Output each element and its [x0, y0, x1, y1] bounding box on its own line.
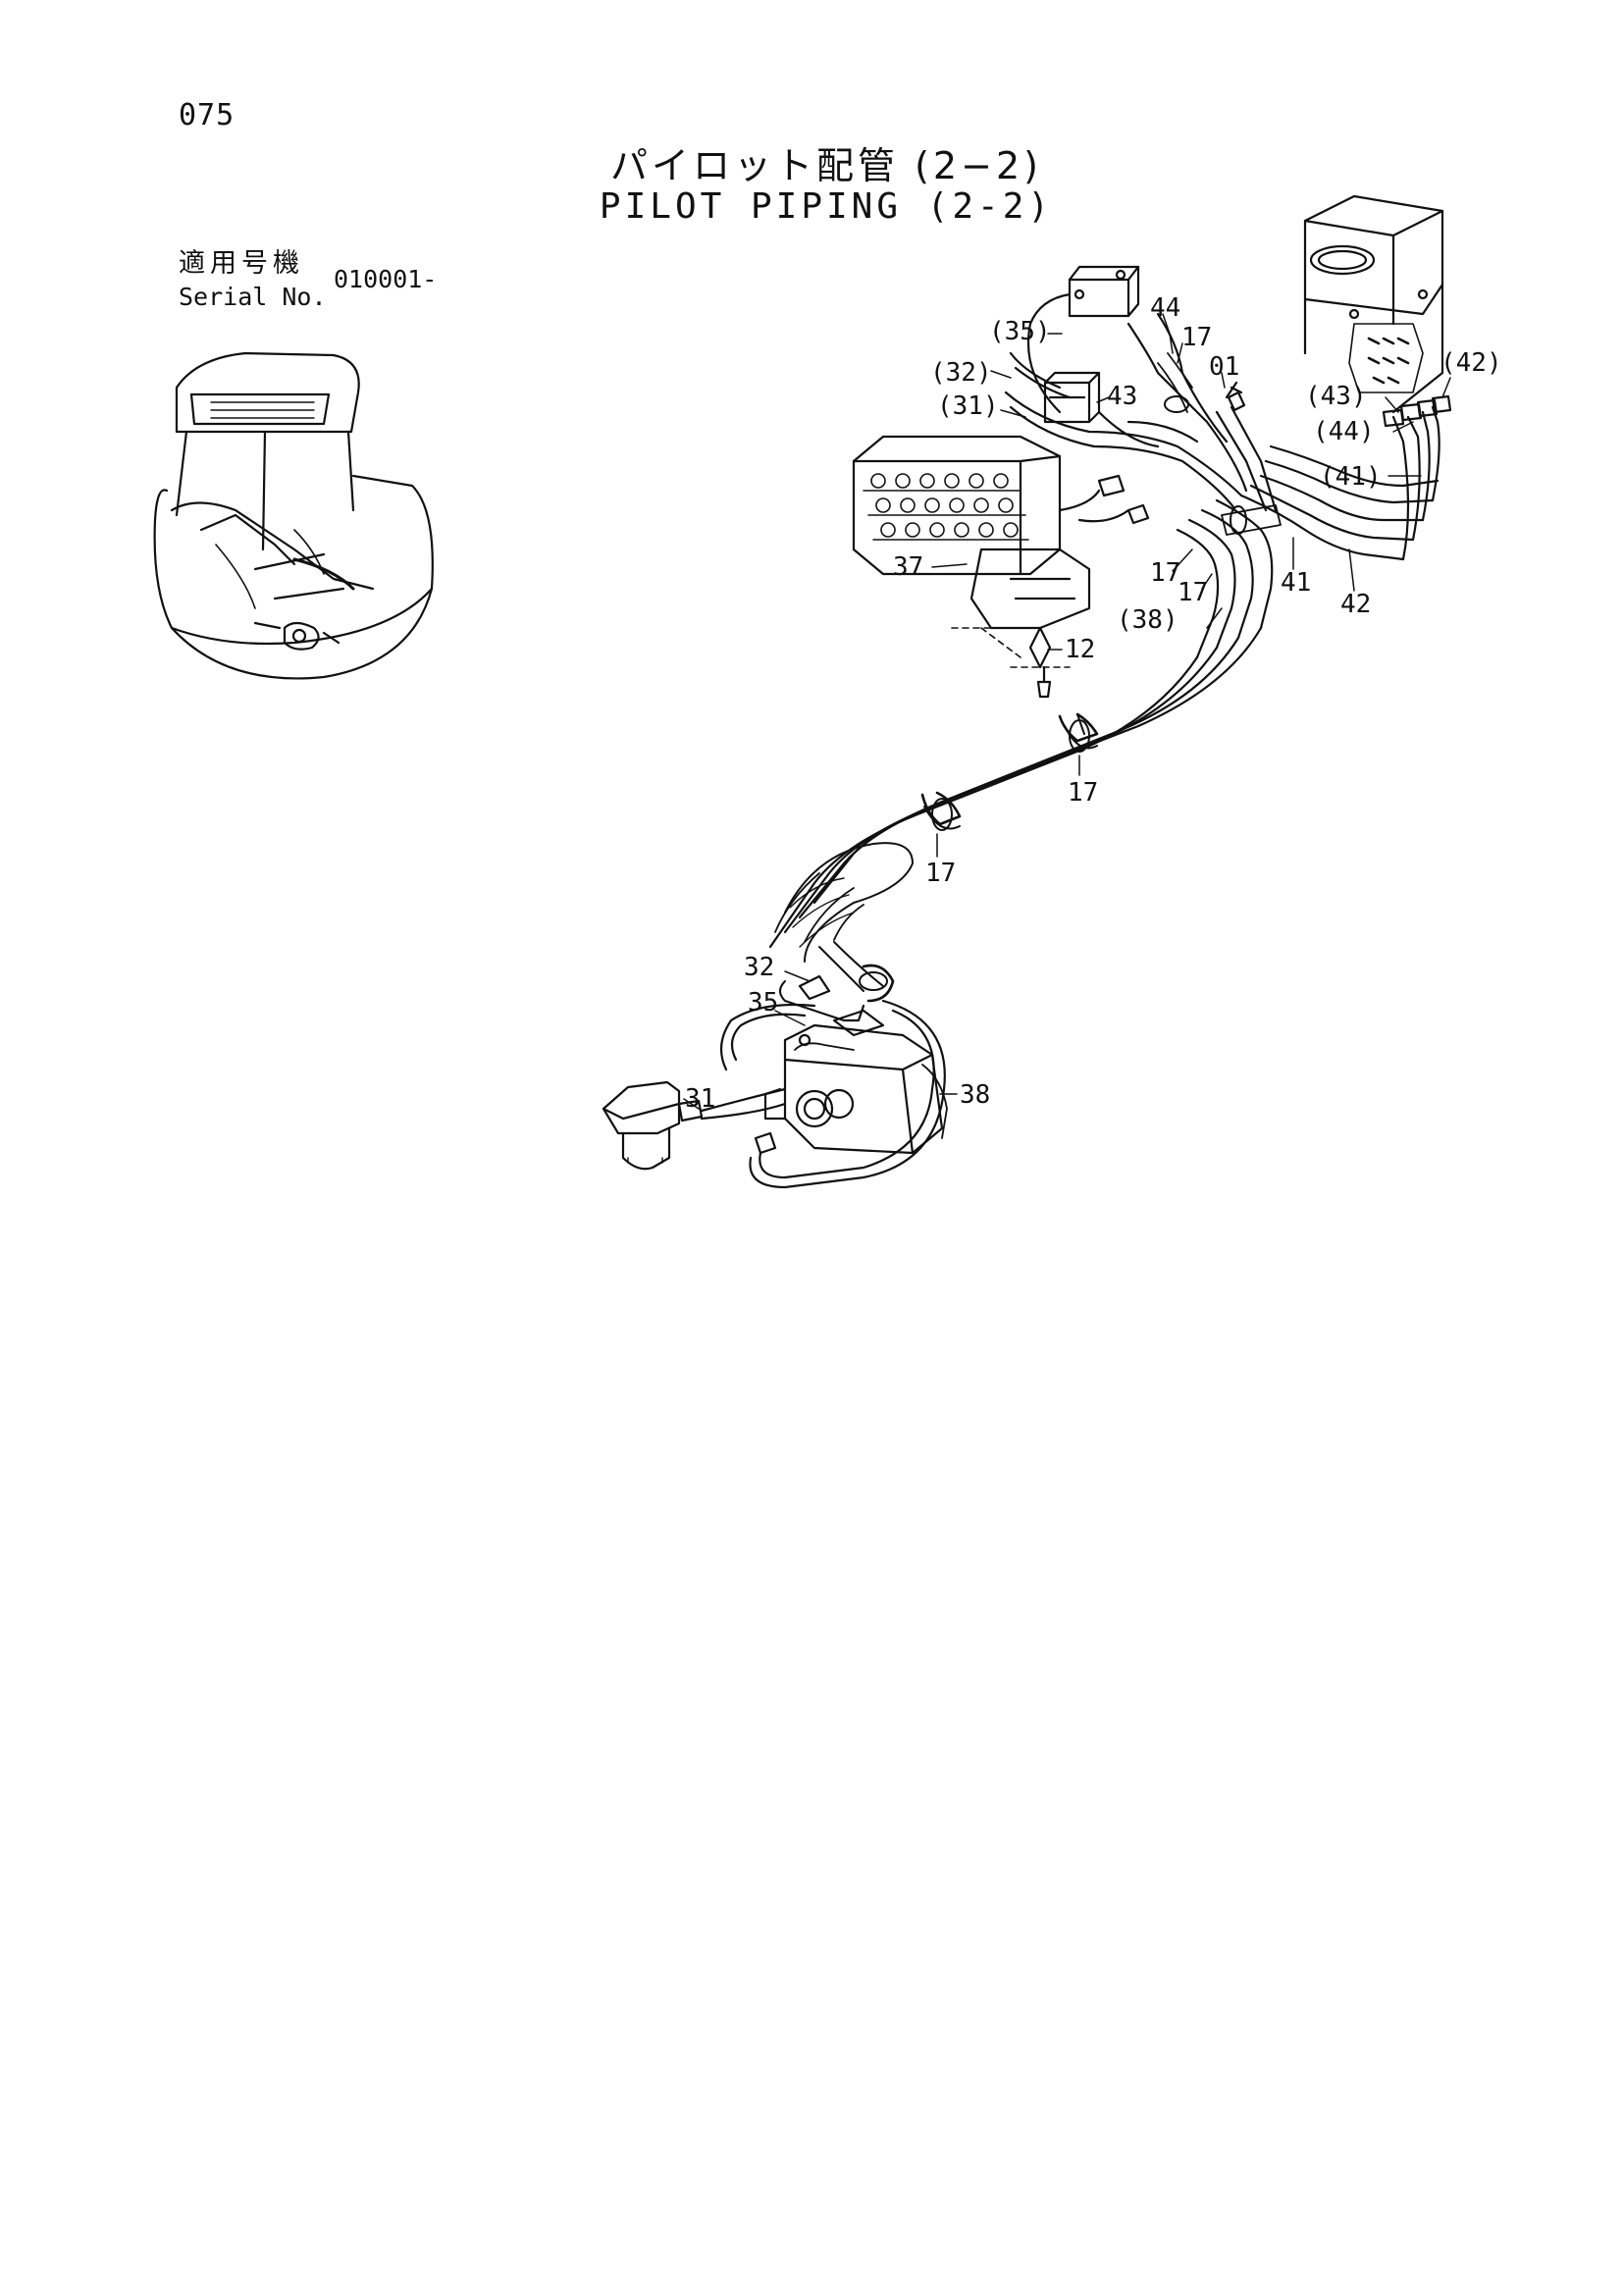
callout-12: 12 — [1065, 635, 1095, 664]
page-number: 075 — [179, 98, 236, 132]
control-valve-assembly — [852, 435, 1150, 699]
lower-hose-bundle — [768, 626, 1263, 1003]
callout-41: 41 — [1281, 568, 1311, 598]
callout-17-top: 17 — [1181, 323, 1212, 352]
callout-44-parenthesized: (44) — [1313, 417, 1375, 446]
upper-hose-bundle — [1004, 292, 1452, 659]
callout-leader-lines — [683, 313, 1451, 1110]
hose-clamps — [859, 395, 1247, 991]
callout-43: 43 — [1107, 382, 1137, 411]
callout-17-bottom: 17 — [925, 859, 956, 888]
callout-38-parenthesized: (38) — [1117, 605, 1178, 635]
callout-17-mid-left: 17 — [1150, 558, 1180, 588]
callout-35-parenthesized: (35) — [989, 317, 1051, 346]
pilot-filter — [602, 1080, 704, 1171]
serial-label-japanese: 適用号機 — [179, 248, 304, 279]
callout-32-parenthesized: (32) — [930, 358, 992, 388]
callout-37: 37 — [893, 552, 923, 582]
callout-31: 31 — [685, 1084, 715, 1114]
machine-overview-thumbnail — [153, 351, 434, 680]
callout-32: 32 — [744, 953, 774, 982]
page-title-english: PILOT PIPING (2-2) — [599, 186, 1054, 227]
page-title-japanese: パイロット配管 (2−2) — [610, 144, 1042, 187]
callout-01: 01 — [1209, 352, 1239, 382]
callout-labels: (35) 44 17 01 (32) 43 (31) 37 12 17 17 (… — [685, 293, 1502, 1114]
callout-42: 42 — [1340, 590, 1371, 619]
callout-41-parenthesized: (41) — [1320, 462, 1382, 492]
callout-38: 38 — [960, 1080, 990, 1110]
callout-31-parenthesized: (31) — [937, 391, 999, 421]
hydraulic-tank — [1303, 194, 1444, 414]
callout-44: 44 — [1150, 293, 1180, 323]
callout-17-lower: 17 — [1068, 778, 1098, 808]
callout-17-mid-right: 17 — [1178, 578, 1208, 607]
callout-43-parenthesized: (43) — [1305, 382, 1367, 411]
serial-label-english: Serial No. — [179, 283, 327, 311]
callout-42-parenthesized: (42) — [1440, 348, 1502, 378]
callout-35: 35 — [748, 988, 778, 1018]
pump-area-hoses — [700, 974, 946, 1189]
serial-number-value: 010001- — [334, 265, 438, 293]
